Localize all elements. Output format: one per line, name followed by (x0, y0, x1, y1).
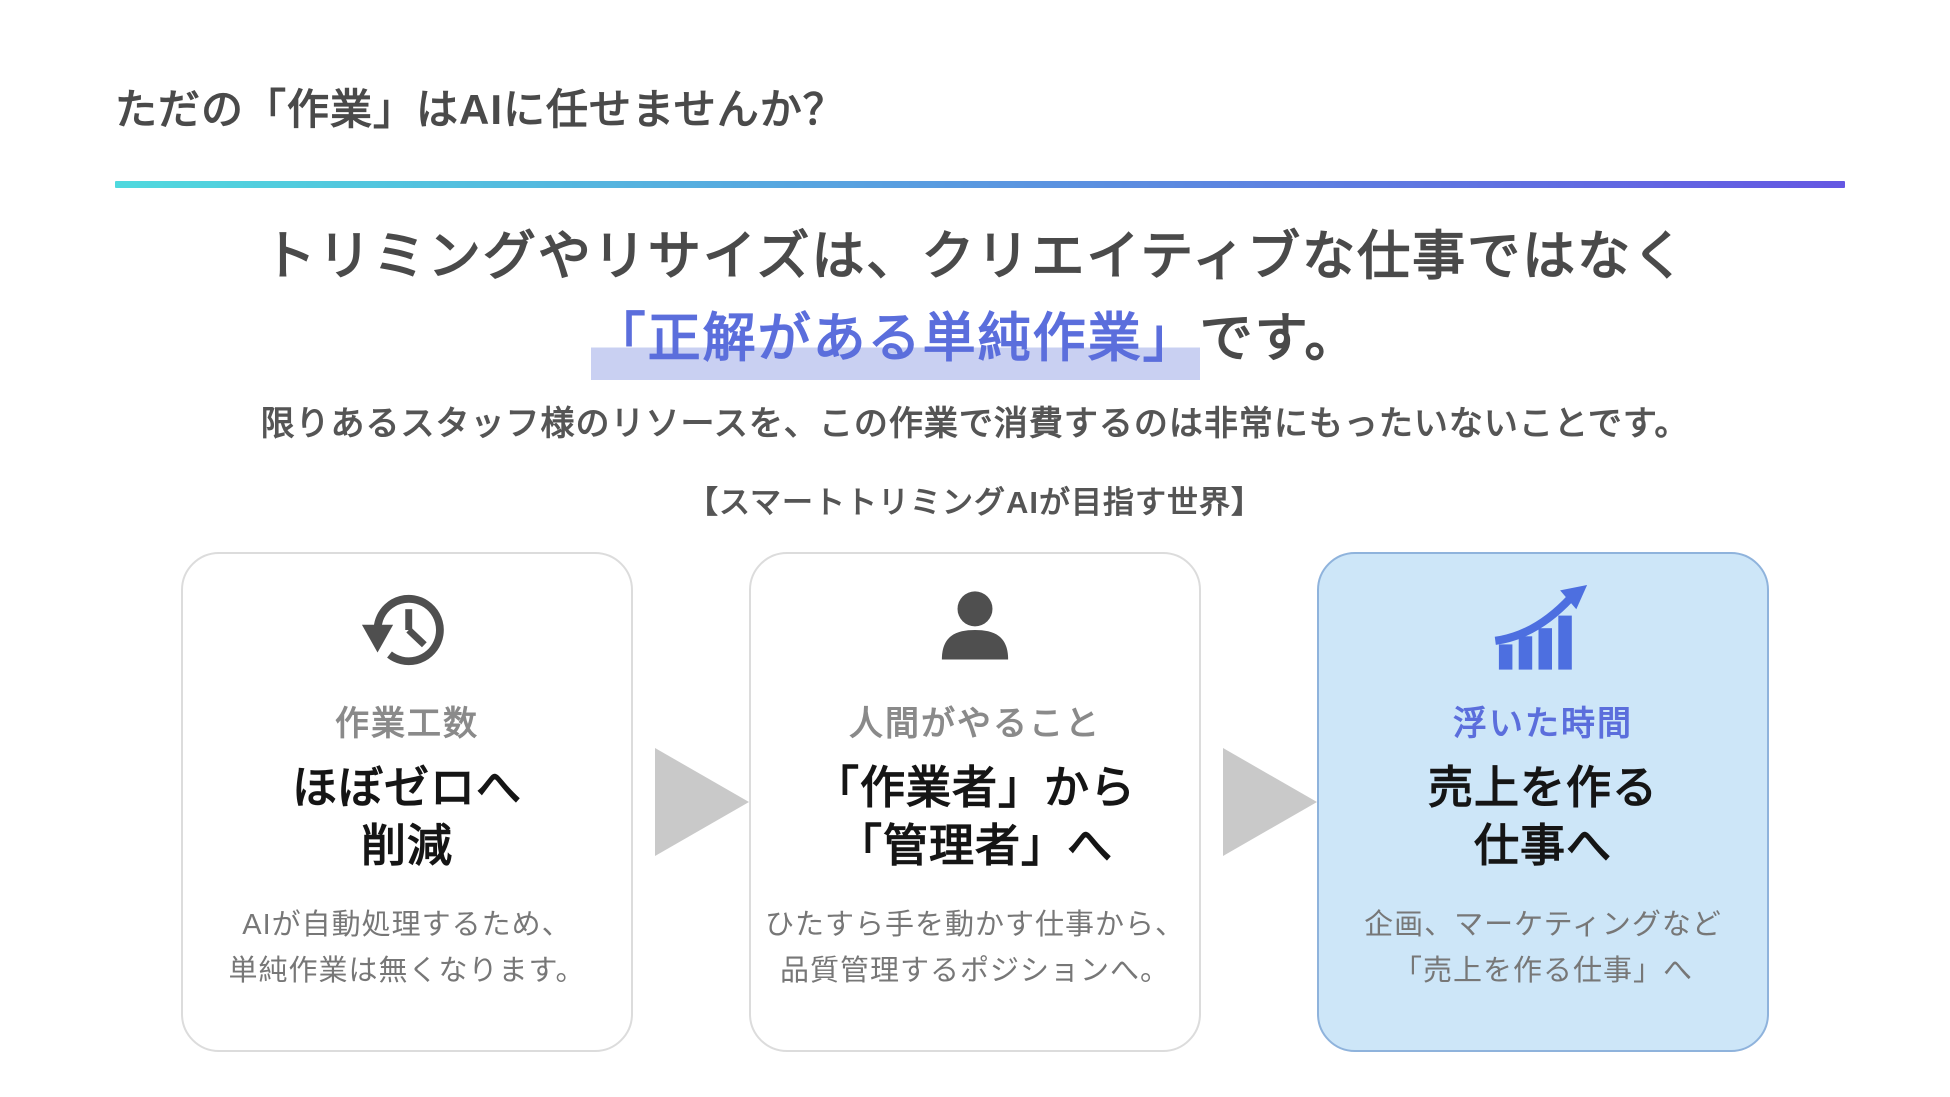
headline-suffix: です。 (1199, 308, 1360, 368)
card-title-line2: 仕事へ (1473, 820, 1612, 872)
card-title: 売上を作る 仕事へ (1428, 759, 1658, 876)
growth-chart-icon (1493, 584, 1593, 676)
gradient-divider (115, 180, 1845, 188)
card-desc-line2: 「売上を作る仕事」へ (1392, 955, 1693, 988)
headline-accent: 「正解がある単純作業」 (590, 308, 1200, 380)
card-desc-line1: 企画、マーケティングなど (1364, 908, 1722, 941)
card-desc-line2: 単純作業は無くなります。 (228, 955, 586, 988)
card-work-hours: 作業工数 ほぼゼロへ 削減 AIが自動処理するため、 単純作業は無くなります。 (181, 551, 633, 1052)
right-arrow-icon (1223, 747, 1317, 856)
flow-arrow-1 (633, 552, 749, 1052)
subtext: 限りあるスタッフ様のリソースを、この作業で消費するのは非常にもったいないことです… (260, 404, 1690, 443)
card-desc-line2: 品質管理するポジションへ。 (779, 955, 1170, 988)
card-description: AIが自動処理するため、 単純作業は無くなります。 (228, 902, 585, 995)
card-human-role: 人間がやること 「作業者」から 「管理者」へ ひたすら手を動かす仕事から、 品質… (749, 551, 1201, 1052)
card-label: 作業工数 (335, 704, 479, 743)
header: ただの「作業」はAIに任せませんか？ (0, 0, 1950, 137)
card-description: 企画、マーケティングなど 「売上を作る仕事」へ (1364, 902, 1722, 995)
card-label: 人間がやること (849, 704, 1101, 743)
history-clock-icon (355, 584, 459, 676)
card-title-line1: 売上を作る (1427, 761, 1658, 813)
flow-arrow-2 (1201, 552, 1317, 1052)
page-title: ただの「作業」はAIに任せませんか？ (115, 86, 846, 133)
card-title-line1: ほぼゼロへ (291, 761, 522, 813)
card-title: ほぼゼロへ 削減 (292, 759, 522, 876)
card-title: 「作業者」から 「管理者」へ (814, 759, 1136, 876)
card-freed-time: 浮いた時間 売上を作る 仕事へ 企画、マーケティングなど 「売上を作る仕事」へ (1317, 551, 1769, 1052)
card-desc-line1: AIが自動処理するため、 (242, 908, 572, 941)
person-icon (929, 584, 1021, 676)
headline-line1: トリミングやリサイズは、クリエイティブな仕事ではなく (262, 226, 1688, 286)
card-title-line2: 「管理者」へ (836, 820, 1113, 872)
card-label: 浮いた時間 (1453, 704, 1633, 743)
headline: トリミングやリサイズは、クリエイティブな仕事ではなく 「正解がある単純作業」です… (0, 216, 1950, 380)
card-title-line2: 削減 (360, 820, 453, 872)
headline-line2: 「正解がある単純作業」です。 (0, 298, 1950, 380)
right-arrow-icon (655, 747, 749, 856)
card-title-line1: 「作業者」から (813, 761, 1136, 813)
card-description: ひたすら手を動かす仕事から、 品質管理するポジションへ。 (765, 902, 1185, 995)
card-desc-line1: ひたすら手を動かす仕事から、 (764, 908, 1185, 941)
section-title: 【スマートトリミングAIが目指す世界】 (686, 484, 1264, 520)
cards-row: 作業工数 ほぼゼロへ 削減 AIが自動処理するため、 単純作業は無くなります。 … (0, 551, 1950, 1052)
